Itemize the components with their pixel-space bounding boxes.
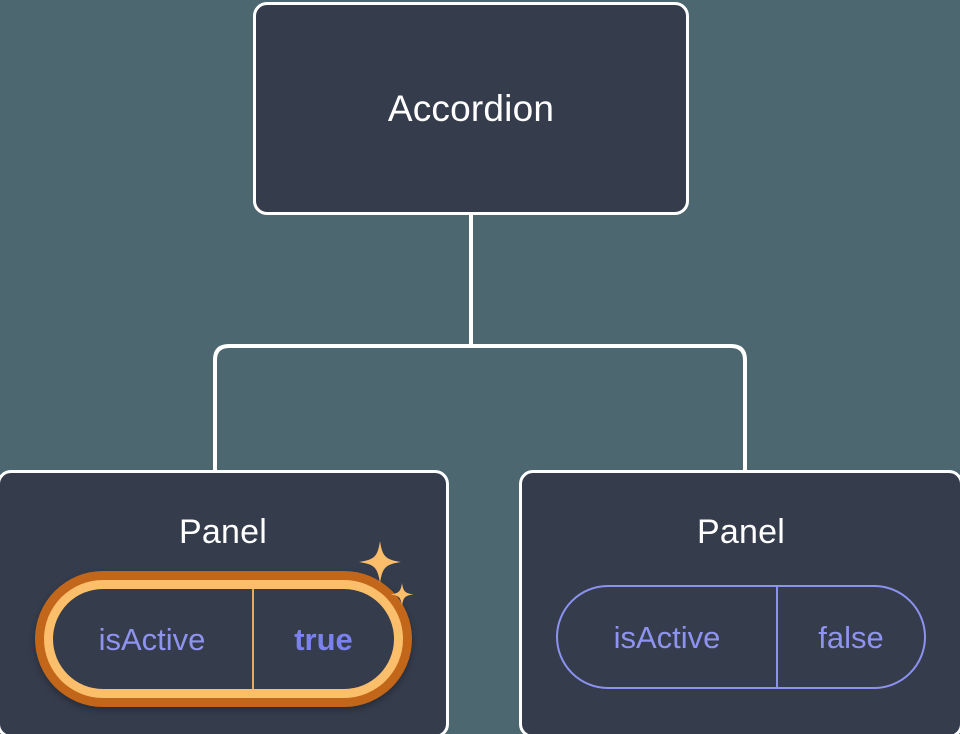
prop-key-label: isActive — [53, 589, 254, 689]
node-title-panel-right: Panel — [697, 513, 785, 551]
connector-split-bar — [213, 344, 747, 470]
pill-highlight-ring: isActive true — [43, 580, 403, 698]
prop-pill-isactive-false[interactable]: isActive false — [556, 585, 926, 689]
prop-key-label: isActive — [558, 587, 778, 687]
node-title-panel-left: Panel — [179, 513, 267, 551]
tree-node-panel-right[interactable]: Panel isActive false — [519, 470, 960, 734]
tree-node-accordion[interactable]: Accordion — [253, 2, 689, 215]
tree-node-panel-left[interactable]: Panel isActive true — [0, 470, 449, 734]
prop-value-label: false — [818, 619, 884, 655]
prop-value-label: true — [294, 621, 353, 657]
node-title-accordion: Accordion — [387, 88, 555, 129]
pill-highlight-core: isActive true — [52, 589, 394, 689]
prop-pill-isactive-true[interactable]: isActive true — [34, 571, 412, 707]
